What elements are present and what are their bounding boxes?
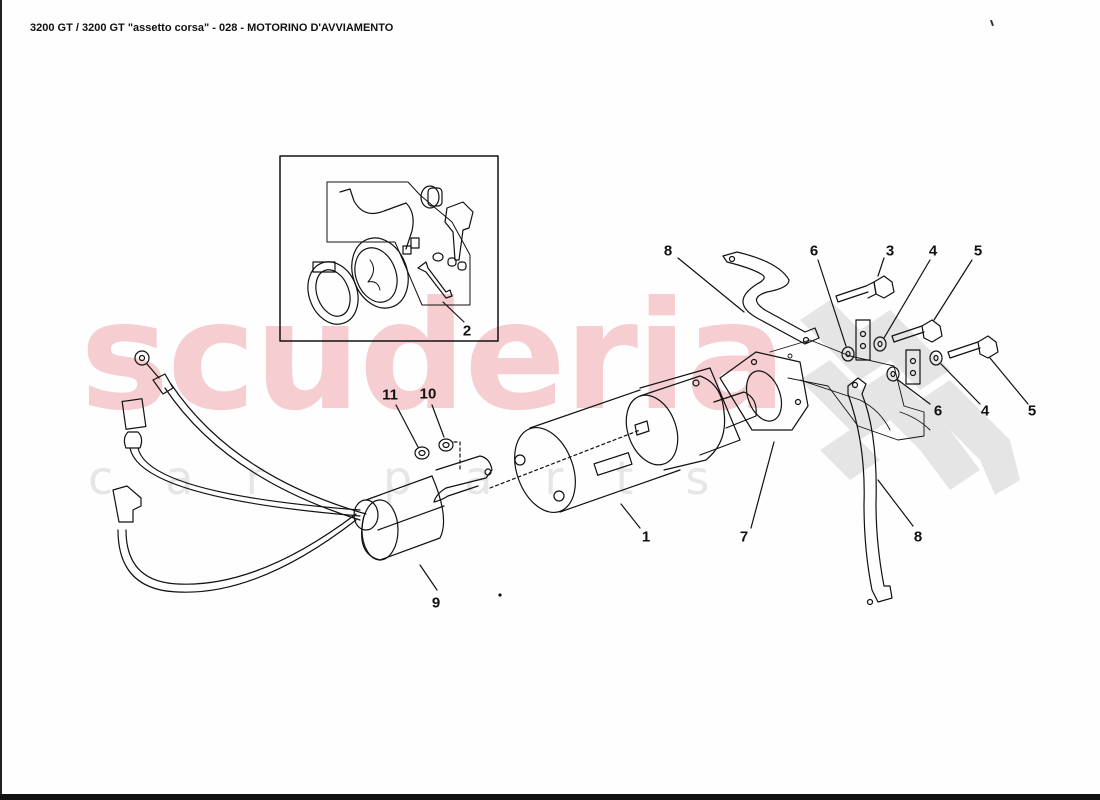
cable-harness-part-9 <box>112 350 493 593</box>
callout-2[interactable]: 2 <box>462 322 472 340</box>
callout-6-upper[interactable]: 6 <box>809 242 819 260</box>
callout-4-upper[interactable]: 4 <box>928 242 938 260</box>
flange-part-7 <box>719 351 809 529</box>
callout-10[interactable]: 10 <box>419 385 437 403</box>
gearbox-housing-outline <box>769 339 931 441</box>
callout-11[interactable]: 11 <box>382 386 398 404</box>
watermark-car-parts: car parts <box>88 451 762 505</box>
stray-dot <box>498 593 502 597</box>
page-border-bottom <box>0 794 1100 800</box>
inset-box-brush-kit <box>279 155 499 342</box>
checkered-flag-watermark <box>800 300 1020 495</box>
ground-strap-upper-part-8 <box>677 251 820 345</box>
callout-6-lower[interactable]: 6 <box>933 402 943 420</box>
callout-8-upper[interactable]: 8 <box>663 242 673 260</box>
callout-5-upper[interactable]: 5 <box>973 242 983 260</box>
page-border-left <box>0 0 2 800</box>
callout-1[interactable]: 1 <box>641 528 651 546</box>
callout-3[interactable]: 3 <box>885 242 895 260</box>
callout-4-lower[interactable]: 4 <box>980 402 990 420</box>
nut-washer-parts-10-11 <box>395 404 641 489</box>
callout-5-lower[interactable]: 5 <box>1027 402 1037 420</box>
fasteners-parts-3-4-5-6 <box>817 257 1029 405</box>
callout-9[interactable]: 9 <box>431 594 441 612</box>
starter-motor-part-1 <box>514 367 757 529</box>
callout-8-lower[interactable]: 8 <box>913 528 923 546</box>
callout-7[interactable]: 7 <box>739 528 749 546</box>
ground-strap-lower-part-8 <box>847 377 914 606</box>
page-title: 3200 GT / 3200 GT "assetto corsa" - 028 … <box>30 22 394 34</box>
